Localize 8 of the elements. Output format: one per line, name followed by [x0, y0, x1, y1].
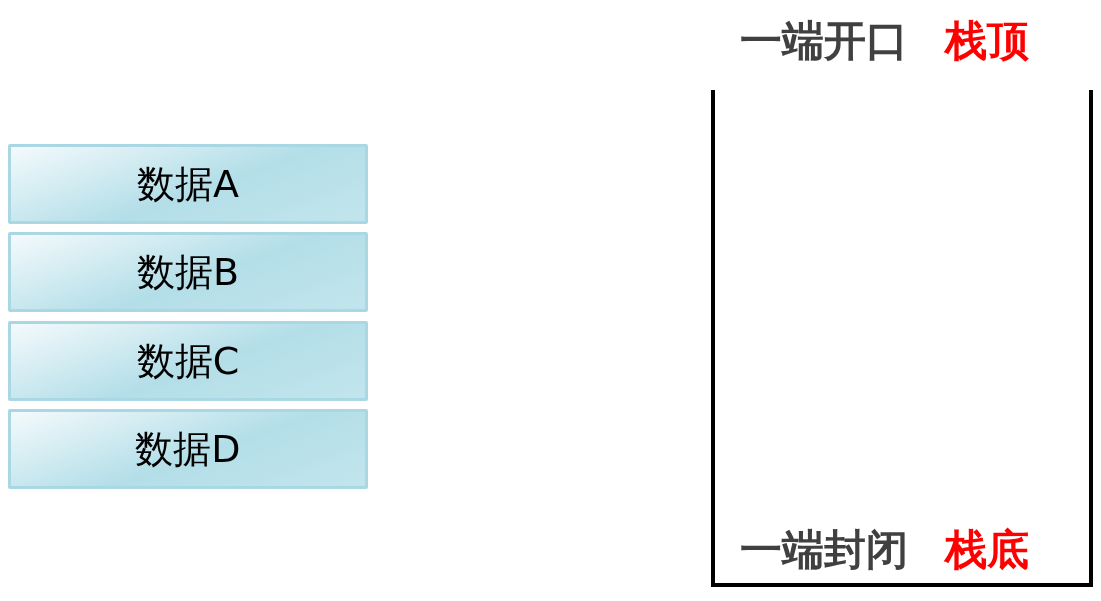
- stack-description: 一端封闭: [740, 525, 908, 575]
- stack-end-label: 栈底: [945, 525, 1029, 575]
- data-box: 数据D: [8, 409, 368, 489]
- stack-description: 一端开口: [740, 16, 908, 66]
- data-box: 数据A: [8, 144, 368, 224]
- data-box: 数据C: [8, 321, 368, 401]
- data-box: 数据B: [8, 232, 368, 312]
- stack-end-label: 栈顶: [945, 16, 1029, 66]
